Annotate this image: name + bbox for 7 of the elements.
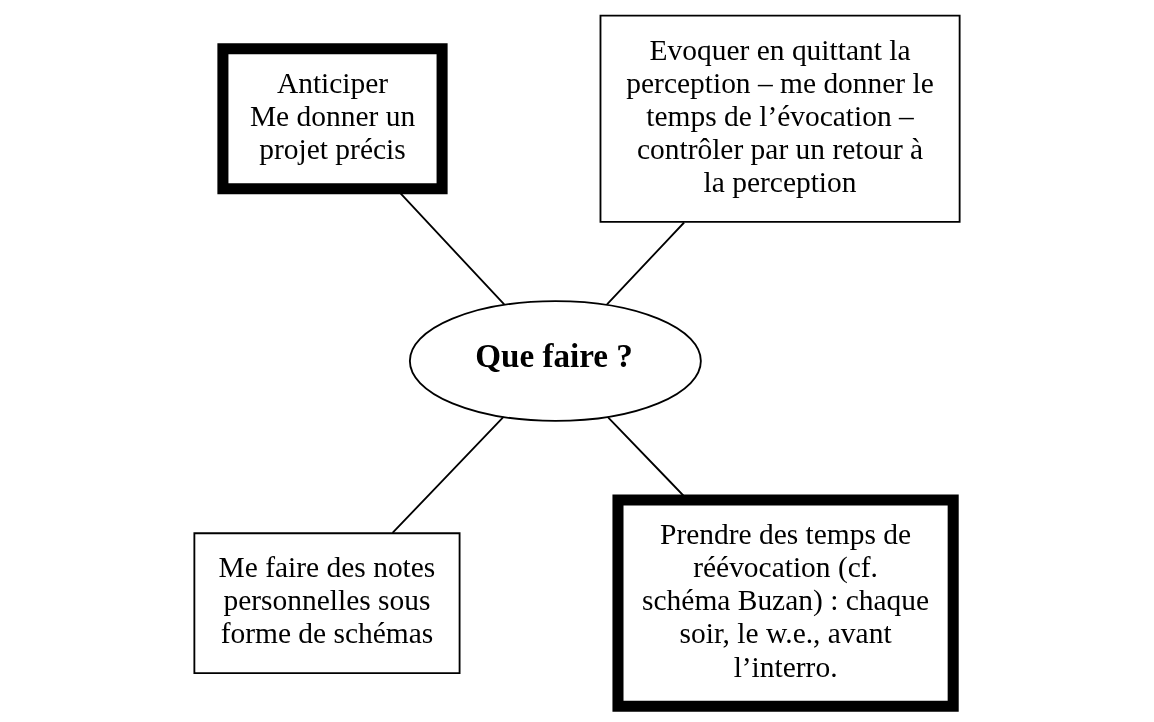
node-box: Anticiper Me donner un projet précis: [217, 43, 448, 195]
connector: [391, 416, 505, 534]
node-box: Evoquer en quittant la perception – me donner le temps de l’évocation – contrôler par un retour à la perception: [599, 14, 961, 223]
node-box: Prendre des temps de réévocation (cf. schéma Buzan) : chaque soir, le w.e., avant l’interro.: [612, 494, 959, 712]
connector: [606, 221, 686, 306]
node-box: Me faire des notes personnelles sous forme de schémas: [193, 532, 461, 675]
node-ellipse: Que faire ?: [408, 300, 702, 422]
